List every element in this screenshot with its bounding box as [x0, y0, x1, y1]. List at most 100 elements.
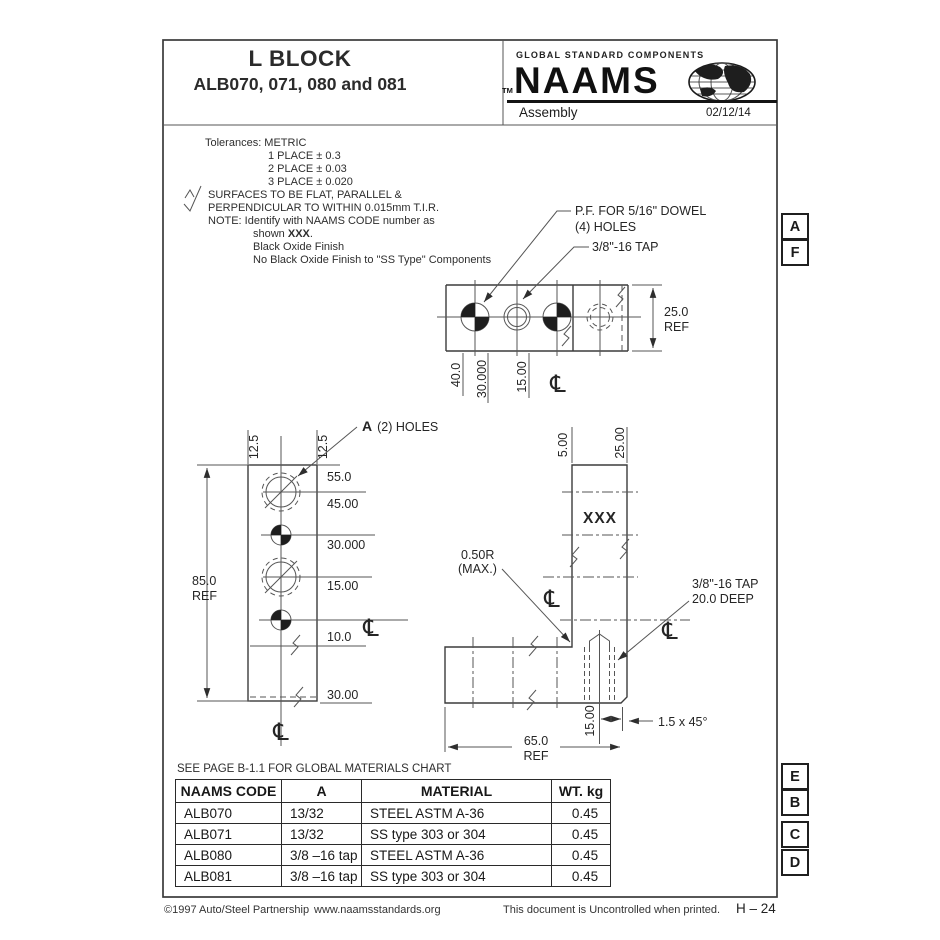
id-note-1: NOTE: Identify with NAAMS CODE number as: [208, 215, 435, 227]
dim-650-ref: REF: [524, 749, 549, 763]
dim-500: 5.00: [556, 433, 570, 457]
tolerance-1: 1 PLACE ± 0.3: [268, 150, 341, 162]
cell-code: ALB070: [175, 802, 282, 824]
dim-25-ref: REF: [664, 320, 689, 334]
col-header-wt: WT. kg: [551, 779, 611, 803]
materials-table: NAAMS CODE A MATERIAL WT. kg ALB070 13/3…: [175, 779, 611, 887]
dim-125-right: 12.5: [316, 435, 330, 459]
zone-marker-b: B: [781, 789, 809, 816]
top-view-outline: [445, 284, 629, 352]
side-view-dimensions: [448, 715, 653, 761]
a-holes-callout: A(2) HOLES: [362, 418, 438, 434]
table-row: ALB071 13/32 SS type 303 or 304 0.45: [175, 823, 611, 845]
zone-marker-a: A: [781, 213, 809, 240]
front-view-holes: [261, 472, 301, 631]
cell-material: STEEL ASTM A-36: [361, 844, 552, 866]
top-view-dimension-25: [632, 284, 662, 352]
front-view-break-symbols: [290, 634, 304, 708]
table-header-row: NAAMS CODE A MATERIAL WT. kg: [175, 779, 611, 803]
title-block: L BLOCK ALB070, 071, 080 and 081: [170, 46, 430, 95]
col-header-material: MATERIAL: [361, 779, 552, 803]
zone-marker-e: E: [781, 763, 809, 790]
tolerance-2: 2 PLACE ± 0.03: [268, 163, 347, 175]
top-view-centerlines: [437, 280, 641, 403]
side-view-centerlines: [444, 427, 690, 752]
cell-weight: 0.45: [551, 802, 611, 824]
surface-note-1: SURFACES TO BE FLAT, PARALLEL &: [208, 189, 402, 201]
surface-note-2: PERPENDICULAR TO WITHIN 0.015mm T.I.R.: [208, 202, 440, 214]
cell-material: SS type 303 or 304: [361, 823, 552, 845]
dim-850: 85.0: [192, 574, 216, 588]
tolerance-title: Tolerances: METRIC: [205, 137, 307, 149]
finish-note-1: Black Oxide Finish: [253, 241, 345, 253]
tolerance-3: 3 PLACE ± 0.020: [268, 176, 353, 188]
dim-650: 65.0: [524, 734, 548, 748]
globe-icon: [688, 62, 756, 102]
dim-40: 40.0: [449, 363, 463, 387]
pf-dowel-callout-line1: P.F. FOR 5/16" DOWEL: [575, 204, 706, 218]
a-holes-callout-leader: [297, 426, 358, 477]
dim-850-ref: REF: [192, 589, 217, 603]
col-header-naams-code: NAAMS CODE: [175, 779, 282, 803]
dim-125-left: 12.5: [247, 435, 261, 459]
table-row: ALB081 3/8 –16 tap SS type 303 or 304 0.…: [175, 865, 611, 887]
centerline-symbol: ℄: [549, 371, 566, 398]
dim-1500-front: 15.00: [327, 579, 358, 593]
dim-30000-top: 30.000: [475, 360, 489, 398]
brand-tagline: GLOBAL STANDARD COMPONENTS: [516, 50, 705, 60]
page-title: L BLOCK: [248, 46, 352, 71]
table-row: ALB080 3/8 –16 tap STEEL ASTM A-36 0.45: [175, 844, 611, 866]
cell-code: ALB080: [175, 844, 282, 866]
zone-marker-f: F: [781, 239, 809, 266]
table-row: ALB070 13/32 STEEL ASTM A-36 0.45: [175, 802, 611, 824]
website-link[interactable]: www.naamsstandards.org: [314, 904, 441, 916]
tapped-hole-hidden: [584, 633, 615, 702]
col-header-a: A: [281, 779, 362, 803]
side-view-break-symbols: [526, 538, 630, 711]
tap-deep-callout-line1: 3/8"-16 TAP: [692, 577, 759, 591]
centerline-symbol: ℄: [543, 586, 560, 613]
cell-a: 3/8 –16 tap: [281, 865, 362, 887]
dim-100: 10.0: [327, 630, 351, 644]
cell-a: 13/32: [281, 823, 362, 845]
cell-a: 13/32: [281, 802, 362, 824]
cell-weight: 0.45: [551, 823, 611, 845]
dim-550: 55.0: [327, 470, 351, 484]
dim-30000-front: 30.000: [327, 538, 365, 552]
revision-date: 02/12/14: [706, 107, 751, 119]
page-number: H – 24: [736, 901, 776, 916]
category-label: Assembly: [519, 105, 578, 120]
zone-marker-c: C: [781, 821, 809, 848]
cell-code: ALB081: [175, 865, 282, 887]
front-view-outline: [247, 464, 318, 702]
part-mark-ref: XXX: [287, 228, 310, 240]
dim-25: 25.0: [664, 305, 688, 319]
brand-underline: [507, 100, 777, 103]
cell-weight: 0.45: [551, 844, 611, 866]
centerline-symbol: ℄: [272, 719, 289, 746]
side-view-callout-leaders: [501, 568, 690, 661]
brand-logo-text: NAAMS: [514, 60, 660, 101]
surface-finish-icon: [183, 185, 202, 212]
trademark-label: TM: [502, 86, 513, 95]
tap-deep-callout-line2: 20.0 DEEP: [692, 592, 754, 606]
page-border: [162, 39, 778, 898]
cell-material: STEEL ASTM A-36: [361, 802, 552, 824]
id-note-2: shown XXX.: [253, 228, 313, 240]
top-view-callout-leaders: [483, 210, 589, 303]
dim-2500: 25.00: [613, 427, 627, 458]
part-mark-label: XXX: [583, 510, 617, 527]
dim-chamfer: 1.5 x 45°: [658, 715, 707, 729]
copyright-text: ©1997 Auto/Steel Partnership: [164, 904, 310, 916]
cell-a: 3/8 –16 tap: [281, 844, 362, 866]
zone-marker-d: D: [781, 849, 809, 876]
centerline-symbol: ℄: [362, 615, 379, 642]
dim-4500: 45.00: [327, 497, 358, 511]
tap-callout: 3/8"-16 TAP: [592, 240, 659, 254]
top-view-holes: [460, 302, 614, 332]
pf-dowel-callout-line2: (4) HOLES: [575, 220, 636, 234]
page-subtitle: ALB070, 071, 080 and 081: [193, 74, 407, 94]
radius-callout-line1: 0.50R: [461, 548, 494, 562]
